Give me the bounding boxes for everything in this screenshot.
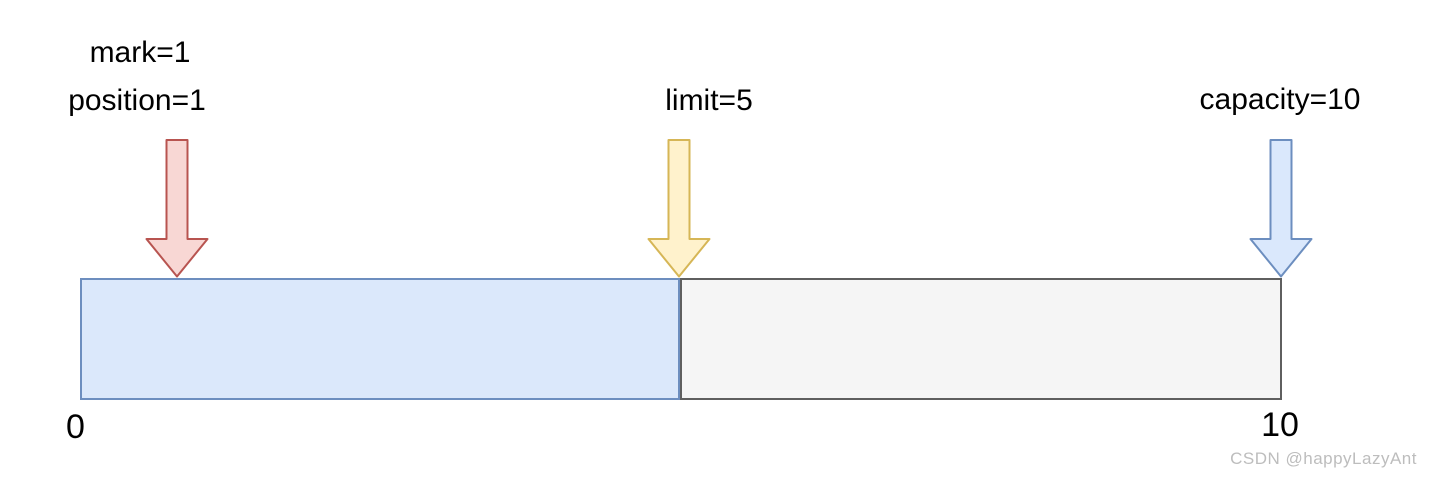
down-arrow-shape [146, 140, 208, 277]
limit-label: limit=5 [665, 84, 753, 117]
scale-start-label: 0 [66, 408, 85, 446]
scale-end-label: 10 [1261, 406, 1299, 444]
down-arrow-outline [1249, 139, 1313, 278]
capacity-arrow-icon [1249, 139, 1313, 278]
down-arrow-outline [647, 139, 711, 278]
down-arrow-outline [145, 139, 209, 278]
buffer-remaining-region [680, 278, 1282, 400]
buffer-filled-region [80, 278, 680, 400]
capacity-label: capacity=10 [1199, 83, 1361, 116]
limit-arrow-icon [647, 139, 711, 278]
mark-position-arrow-icon [145, 139, 209, 278]
down-arrow-shape [648, 140, 710, 277]
position-label: position=1 [68, 84, 206, 117]
down-arrow-shape [1250, 140, 1312, 277]
watermark: CSDN @happyLazyAnt [1230, 449, 1417, 468]
mark-label: mark=1 [89, 36, 191, 69]
